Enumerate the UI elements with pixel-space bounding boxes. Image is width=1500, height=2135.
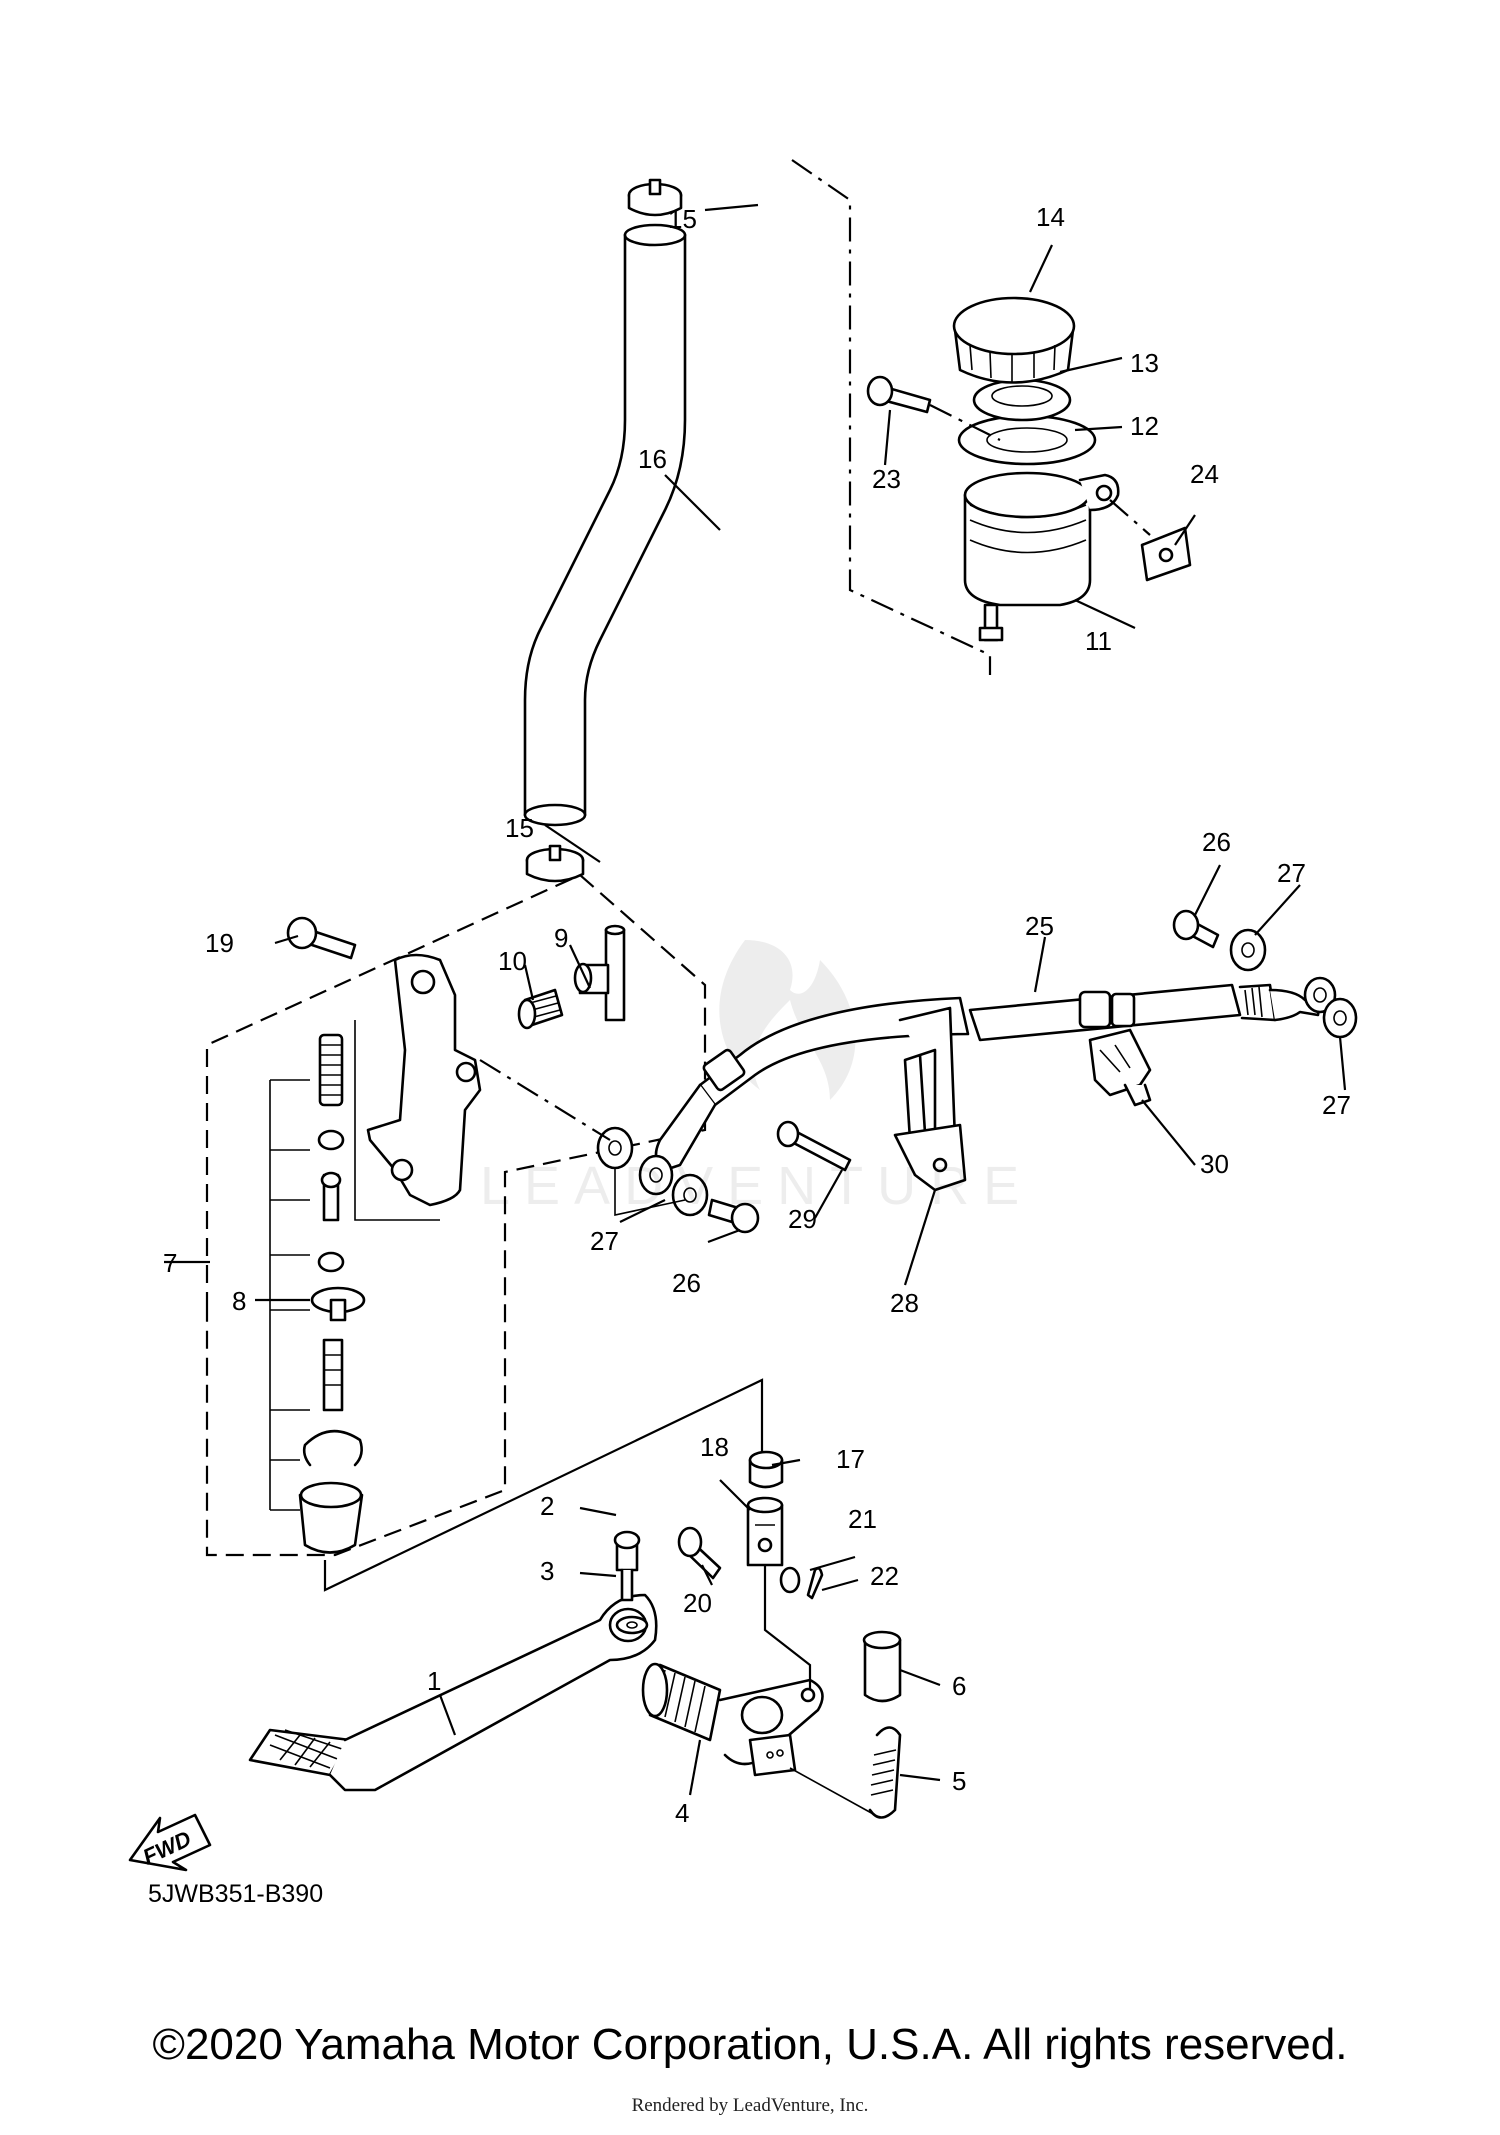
shaft-part-4 — [641, 1662, 824, 1777]
callout-6: 6 — [952, 1671, 966, 1701]
reservoir-diaphragm — [957, 414, 1097, 466]
hose-guide-part-28 — [893, 1006, 967, 1192]
callout-13: 13 — [1130, 348, 1159, 378]
callout-3: 3 — [540, 1556, 554, 1586]
pedal-assembly-guide — [323, 1378, 764, 1592]
callout-19: 19 — [205, 928, 234, 958]
piston-kit-parts — [298, 1033, 366, 1554]
hose-part-16 — [523, 223, 687, 827]
master-cylinder-body — [366, 953, 482, 1207]
callout-12: 12 — [1130, 411, 1159, 441]
cotter-pin-part-22 — [806, 1567, 824, 1600]
brake-hose-part-25 — [638, 976, 1337, 1196]
reservoir-bolt-line — [929, 404, 1001, 441]
clevis-part-18 — [746, 1496, 784, 1567]
brake-pedal-part-1 — [248, 1593, 658, 1792]
spring-to-shaft-line — [789, 1767, 876, 1816]
reservoir-bracket-line — [1109, 499, 1151, 536]
piston-kit-bracket-8 — [354, 1020, 440, 1221]
callout-10: 10 — [498, 946, 527, 976]
leader-lines — [164, 203, 1347, 1796]
callout-23: 23 — [872, 464, 901, 494]
rendered-by-credit: Rendered by LeadVenture, Inc. — [631, 2095, 869, 2116]
callout-16: 16 — [638, 444, 667, 474]
reservoir-cap — [952, 296, 1076, 384]
callout-27-upper-right: 27 — [1277, 858, 1306, 888]
callout-14: 14 — [1036, 202, 1065, 232]
bushing-part-6 — [862, 1630, 902, 1703]
union-bolt-part — [573, 924, 626, 1022]
reservoir-plate — [972, 378, 1072, 422]
spring-part-5 — [868, 1726, 902, 1819]
reservoir-bolt — [866, 375, 932, 414]
diagram-code: 5JWB351-B390 — [148, 1880, 324, 1908]
callout-2: 2 — [540, 1491, 554, 1521]
callout-15-top: 15 — [668, 204, 697, 234]
washer-bracket-27 — [614, 1168, 686, 1216]
callout-25: 25 — [1025, 911, 1054, 941]
callouts: 15 14 13 12 24 11 23 16 15 19 10 9 25 26… — [163, 202, 1351, 1828]
callout-26-right: 26 — [1202, 827, 1231, 857]
gasket-washers — [596, 928, 1358, 1217]
pin-part-20 — [677, 1526, 722, 1580]
union-bolts — [707, 909, 1220, 1234]
callout-1: 1 — [427, 1666, 441, 1696]
callout-17: 17 — [836, 1444, 865, 1474]
rod-end-part-17 — [748, 1450, 784, 1489]
bolt-part-2 — [613, 1530, 641, 1602]
watermark-text: LEADVENTURE — [480, 1156, 1034, 1216]
bolt-alignment-line — [479, 1059, 611, 1141]
hose-guide-bolt-29 — [776, 1120, 852, 1172]
piston-kit-bracket-7 — [269, 1079, 310, 1511]
reservoir-bracket — [1140, 526, 1192, 582]
callout-29: 29 — [788, 1204, 817, 1234]
callout-4: 4 — [675, 1798, 689, 1828]
callout-27-left: 27 — [590, 1226, 619, 1256]
spring-part-10 — [517, 988, 564, 1030]
callout-5: 5 — [952, 1766, 966, 1796]
callout-26-left: 26 — [672, 1268, 701, 1298]
callout-27-right: 27 — [1322, 1090, 1351, 1120]
callout-21: 21 — [848, 1504, 877, 1534]
reservoir-guide-line — [791, 159, 992, 675]
fwd-arrow-icon: FWD — [128, 1813, 212, 1872]
shaft-guide-line — [763, 1565, 812, 1690]
washer-part-21 — [779, 1566, 801, 1594]
callout-22: 22 — [870, 1561, 899, 1591]
copyright-footer: ©2020 Yamaha Motor Corporation, U.S.A. A… — [152, 2020, 1348, 2069]
callout-9: 9 — [554, 923, 568, 953]
hose-clip-part-30 — [1088, 1028, 1152, 1107]
callout-18: 18 — [700, 1432, 729, 1462]
callout-8: 8 — [232, 1286, 246, 1316]
master-cylinder-bolt — [286, 916, 357, 960]
callout-30: 30 — [1200, 1149, 1229, 1179]
washer-part-3 — [615, 1615, 649, 1635]
hose-clamp-top — [627, 178, 683, 217]
callout-28: 28 — [890, 1288, 919, 1318]
callout-24: 24 — [1190, 459, 1219, 489]
callout-7: 7 — [163, 1248, 177, 1278]
reservoir-tank — [963, 471, 1120, 642]
callout-11: 11 — [1085, 626, 1112, 656]
callout-20: 20 — [683, 1588, 712, 1618]
callout-15-bottom: 15 — [505, 813, 534, 843]
hose-clamp-bottom — [525, 844, 585, 883]
